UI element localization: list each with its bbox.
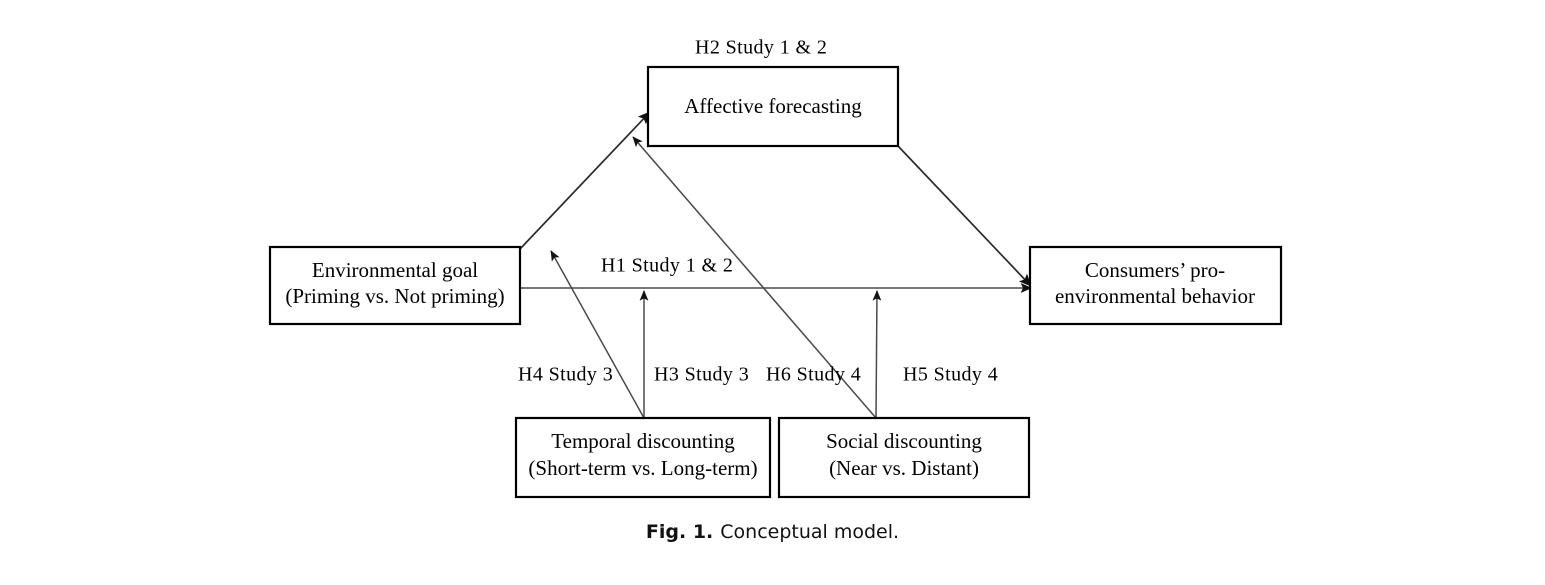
node-environmental-goal[interactable]: Environmental goal (Priming vs. Not prim…	[268, 245, 522, 326]
node-consumers-behavior[interactable]: Consumers’ pro- environmental behavior	[1028, 245, 1283, 326]
node-temporal-discounting-label-line2: (Short-term vs. Long-term)	[528, 456, 757, 480]
node-affective-forecasting-label: Affective forecasting	[684, 94, 862, 118]
node-consumers-behavior-label-line1: Consumers’ pro-	[1085, 258, 1225, 282]
node-temporal-discounting[interactable]: Temporal discounting (Short-term vs. Lon…	[514, 416, 772, 499]
figure-caption-text: Conceptual model.	[720, 521, 900, 543]
node-social-discounting-label-line2: (Near vs. Distant)	[829, 456, 979, 480]
hypothesis-label-h2: H2 Study 1 & 2	[695, 37, 827, 59]
node-consumers-behavior-label-line2: environmental behavior	[1055, 284, 1255, 308]
figure-caption-label: Fig. 1.	[645, 521, 714, 543]
edge-social-to-affective-behavior	[632, 136, 877, 419]
edge-affective-to-behavior	[897, 145, 1032, 287]
hypothesis-label-h4: H4 Study 3	[518, 364, 613, 386]
edge-goal-to-affective	[519, 111, 651, 250]
figure-caption: Fig. 1. Conceptual model.	[0, 521, 1545, 543]
node-social-discounting-label-line1: Social discounting	[826, 429, 982, 453]
hypothesis-label-h3: H3 Study 3	[654, 364, 749, 386]
node-temporal-discounting-label-line1: Temporal discounting	[551, 429, 735, 453]
hypothesis-label-h6: H6 Study 4	[766, 364, 861, 386]
hypothesis-label-h5: H5 Study 4	[903, 364, 998, 386]
edge-social-to-goal-behavior	[872, 290, 882, 419]
node-environmental-goal-label-line2: (Priming vs. Not priming)	[285, 284, 504, 308]
edge-temporal-to-goal-affective	[550, 250, 645, 419]
node-affective-forecasting[interactable]: Affective forecasting	[646, 65, 900, 148]
hypothesis-label-h1: H1 Study 1 & 2	[601, 255, 733, 277]
node-environmental-goal-label-line1: Environmental goal	[312, 258, 478, 282]
node-social-discounting[interactable]: Social discounting (Near vs. Distant)	[777, 416, 1031, 499]
